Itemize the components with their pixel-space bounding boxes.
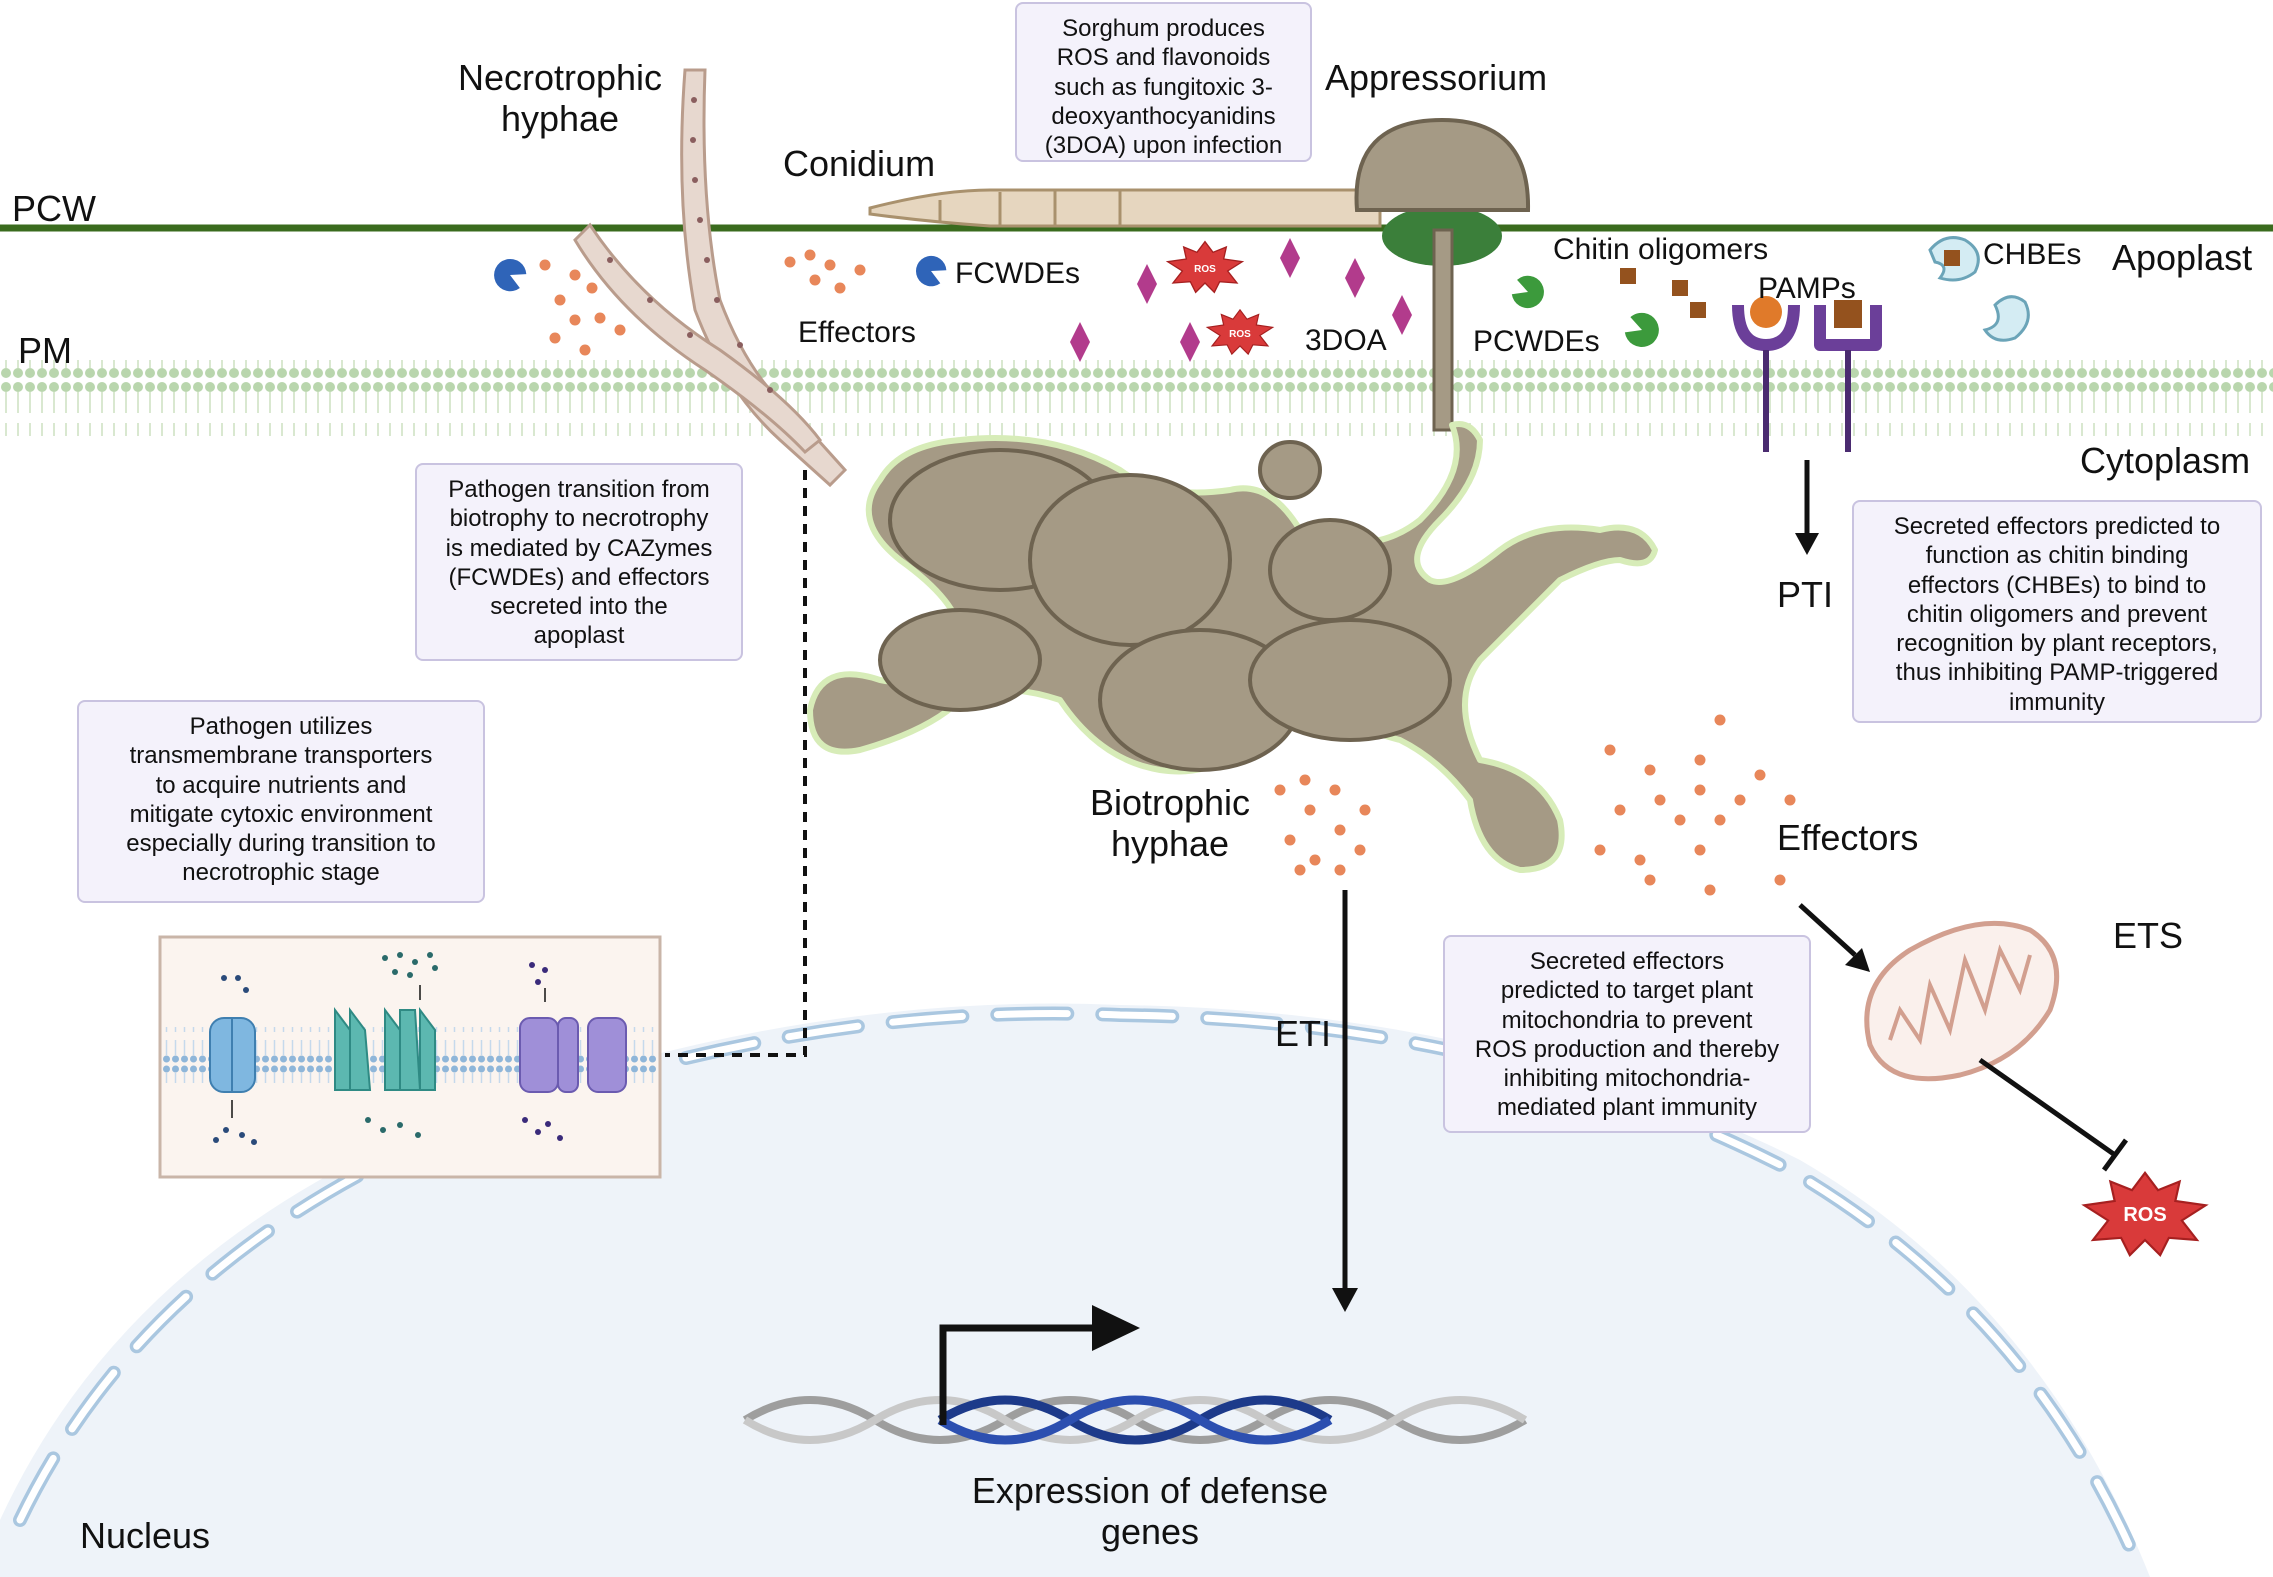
dna-helix xyxy=(742,1395,1528,1445)
effector-dot xyxy=(784,256,796,268)
effector-dot xyxy=(594,312,606,324)
effector-dot xyxy=(1644,874,1656,886)
effector-dot xyxy=(1714,814,1726,826)
svg-text:ROS: ROS xyxy=(2123,1204,2166,1226)
effector-dot xyxy=(579,344,591,356)
pamps-label: PAMPs xyxy=(1758,272,1856,305)
ros-large-star: ROS xyxy=(2083,1171,2207,1257)
transcription-start-arrow xyxy=(939,1305,1140,1425)
3doa-label: 3DOA xyxy=(1305,324,1387,357)
effector-dot xyxy=(1284,834,1296,846)
effector-dot xyxy=(1634,854,1646,866)
effector-dot xyxy=(554,294,566,306)
effector-dot xyxy=(824,259,836,271)
pti-label: PTI xyxy=(1777,574,1834,615)
eti-arrow xyxy=(1332,890,1358,1312)
3doa-molecules xyxy=(1070,238,1412,362)
chbe-proteins xyxy=(1928,236,2030,342)
effector-dot xyxy=(1754,769,1766,781)
apoplast-label: Apoplast xyxy=(2112,237,2253,278)
effector-dot xyxy=(1704,884,1716,896)
fcwdes-label: FCWDEs xyxy=(955,257,1080,290)
effector-dot xyxy=(1334,824,1346,836)
eti-label: ETI xyxy=(1275,1013,1332,1054)
effector-dot xyxy=(1299,774,1311,786)
effector-dot xyxy=(804,249,816,261)
effector-dot xyxy=(1774,874,1786,886)
ets-inhibition xyxy=(1978,1057,2129,1172)
effector-dot xyxy=(549,332,561,344)
effector-dot xyxy=(1644,764,1656,776)
pm-label: PM xyxy=(18,330,72,371)
pcw-label: PCW xyxy=(12,188,96,229)
effector-dot xyxy=(854,264,866,276)
effector-dot xyxy=(1694,754,1706,766)
effector-dot xyxy=(1274,784,1286,796)
effector-to-mitochondria-arrow xyxy=(1798,903,1870,972)
chbes-label: CHBEs xyxy=(1983,238,2082,271)
ros-small-stars: ROS ROS xyxy=(1166,240,1274,355)
mitochondrion xyxy=(1864,920,2060,1082)
pamp-receptors xyxy=(1732,296,1882,452)
conidium xyxy=(868,188,1382,228)
ros-label-2: ROS xyxy=(1229,329,1251,340)
effector-dot xyxy=(834,282,846,294)
symporter xyxy=(519,1017,627,1093)
effector-dot xyxy=(1784,794,1796,806)
effector-dot xyxy=(1294,864,1306,876)
effector-dot xyxy=(1694,844,1706,856)
effector-dot xyxy=(569,314,581,326)
uniporter xyxy=(209,1017,256,1093)
effectors-label-right: Effectors xyxy=(1777,817,1919,858)
effector-dot xyxy=(1694,784,1706,796)
pti-arrow xyxy=(1795,460,1819,555)
effector-dot xyxy=(1654,794,1666,806)
pcwdes-label: PCWDEs xyxy=(1473,325,1600,358)
effector-dot xyxy=(1594,844,1606,856)
nucleus-label: Nucleus xyxy=(80,1515,211,1556)
effector-dot xyxy=(1334,864,1346,876)
conidium-label: Conidium xyxy=(783,143,936,184)
effector-dot xyxy=(1714,714,1726,726)
appressorium-label: Appressorium xyxy=(1325,57,1548,98)
chitin-oligomers xyxy=(1620,268,1706,318)
effector-dot xyxy=(1309,854,1321,866)
effector-dot xyxy=(1354,844,1366,856)
effector-dot xyxy=(586,282,598,294)
effector-dot xyxy=(1359,804,1371,816)
effector-dot xyxy=(1674,814,1686,826)
ets-label: ETS xyxy=(2113,915,2184,956)
transporter-connector xyxy=(665,470,807,1057)
effectors-label-top: Effectors xyxy=(798,316,916,349)
effector-dot xyxy=(1329,784,1341,796)
plasma-membrane xyxy=(0,360,2273,436)
effector-dot xyxy=(1614,804,1626,816)
transporter-inset xyxy=(158,935,662,1179)
channel-transporter xyxy=(334,1007,436,1091)
effector-dot xyxy=(809,274,821,286)
cytoplasm-label: Cytoplasm xyxy=(2080,440,2251,481)
necrotrophic-hyphae xyxy=(573,68,848,488)
chitin-oligomers-label: Chitin oligomers xyxy=(1553,233,1769,266)
appressorium xyxy=(1354,117,1531,432)
ros-label-1: ROS xyxy=(1194,264,1216,275)
effector-dot xyxy=(614,324,626,336)
effector-dots xyxy=(539,249,1796,896)
effector-dot xyxy=(539,259,551,271)
effector-dot xyxy=(1304,804,1316,816)
effector-dot xyxy=(1604,744,1616,756)
effector-dot xyxy=(569,269,581,281)
biotrophic-hyphae xyxy=(807,421,1658,873)
effector-dot xyxy=(1734,794,1746,806)
